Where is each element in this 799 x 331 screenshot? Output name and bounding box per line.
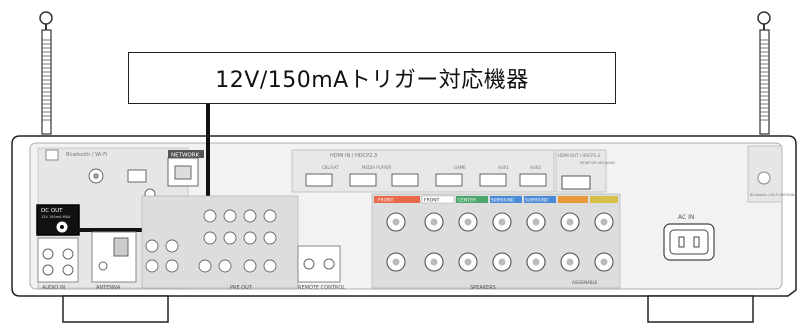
- speaker-tab-center: [456, 196, 488, 203]
- hdmi-out-sub: MONITOR ARC/eARC: [580, 161, 616, 165]
- speaker-tab-front-l: [374, 196, 420, 203]
- hdmi-tag-aux1: AUX1: [498, 165, 509, 170]
- speaker-tab-surround-r: [524, 196, 556, 203]
- hdmi-tag-cbl: CBL/SAT: [322, 165, 339, 170]
- network-label: NETWORK: [171, 153, 200, 159]
- left-antenna: [39, 11, 53, 135]
- speaker-group-surround: SURROUND: [491, 198, 514, 203]
- ac-in-label: AC IN: [678, 214, 694, 221]
- hdmi-in-label: HDMI IN / HDCP2.3: [330, 153, 377, 159]
- speaker-tab-assignable-a: [558, 196, 588, 203]
- hdmi-tag-aux2: AUX2: [530, 165, 541, 170]
- dc-out-spec: 12V 150mA MAX: [41, 215, 71, 219]
- assignable-label: ASSIGNABLE: [572, 280, 598, 285]
- speaker-group-surround-r: SURROUND: [525, 198, 548, 203]
- dc-out-label: DC OUT: [41, 208, 63, 214]
- audio-in-label: AUDIO IN: [42, 285, 65, 291]
- bt-wifi-right-label: Bluetooth / Wi-Fi ANTENNA: [750, 193, 797, 197]
- left-foot: [62, 295, 169, 323]
- hdmi-tag-game: GAME: [454, 165, 466, 170]
- speaker-group-front: FRONT: [378, 198, 394, 204]
- trigger-device-callout: 12V/150mAトリガー対応機器: [128, 52, 616, 104]
- speaker-group-center: CENTER: [458, 198, 476, 204]
- speaker-tab-assignable-b: [590, 196, 618, 203]
- speaker-group-front-r: FRONT: [424, 198, 440, 204]
- right-foot: [647, 295, 754, 323]
- speaker-tab-surround-l: [490, 196, 522, 203]
- right-antenna: [757, 11, 771, 135]
- hdmi-tag-media: MEDIA PLAYER: [362, 165, 391, 170]
- speaker-tab-front-r: [421, 195, 455, 204]
- callout-text: 12V/150mAトリガー対応機器: [215, 68, 529, 93]
- bt-wifi-label: Bluetooth / Wi-Fi: [66, 152, 107, 158]
- antenna-label: ANTENNA: [96, 285, 121, 291]
- speakers-label: SPEAKERS: [470, 285, 496, 291]
- pre-out-label: PRE OUT: [230, 285, 253, 291]
- dc-out-terminal: DC OUT 12V 150mA MAX: [36, 204, 80, 236]
- hdmi-out-label: HDMI OUT / HDCP2.3: [558, 153, 601, 158]
- remote-control-label: REMOTE CONTROL: [298, 285, 345, 291]
